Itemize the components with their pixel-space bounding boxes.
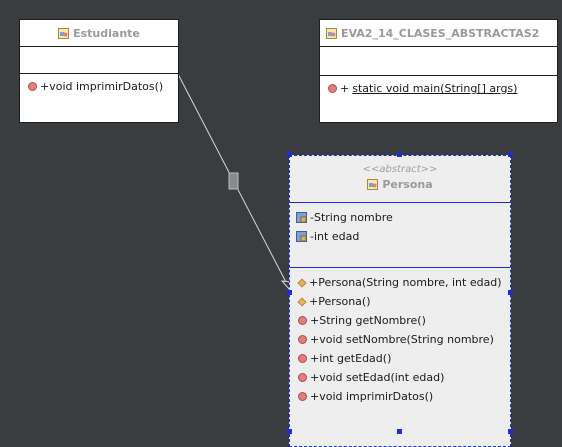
class-estudiante[interactable]: Estudiante + void imprimirDatos() [19, 19, 179, 123]
attributes-section [320, 46, 557, 75]
class-header: Estudiante [20, 20, 178, 46]
constructor-row[interactable]: + Persona(String nombre, int edad) [290, 273, 510, 292]
method-row[interactable]: + int getEdad() [290, 349, 510, 368]
method-signature: void setNombre(String nombre) [319, 333, 494, 346]
method-row[interactable]: + void imprimirDatos() [20, 77, 178, 96]
class-header: EVA2_14_CLASES_ABSTRACTAS2 [320, 20, 557, 46]
class-name: EVA2_14_CLASES_ABSTRACTAS2 [341, 26, 540, 40]
attributes-section [20, 46, 178, 73]
public-method-icon [28, 82, 37, 91]
class-icon [58, 27, 70, 39]
method-signature: void imprimirDatos() [49, 80, 164, 93]
class-persona[interactable]: <<abstract>> Persona - String nombre - i… [289, 155, 511, 447]
attribute-text: int edad [313, 230, 360, 243]
attribute-text: String nombre [313, 211, 393, 224]
resize-handle-se[interactable] [508, 429, 513, 434]
private-field-icon [296, 212, 307, 223]
public-method-icon [298, 392, 307, 401]
method-signature: void setEdad(int edad) [319, 371, 445, 384]
class-icon [367, 179, 379, 190]
method-row[interactable]: + void setNombre(String nombre) [290, 330, 510, 349]
resize-handle-ne[interactable] [508, 152, 513, 157]
attribute-row[interactable]: - String nombre [290, 208, 510, 227]
class-main[interactable]: EVA2_14_CLASES_ABSTRACTAS2 + static void… [319, 19, 558, 123]
resize-handle-sw[interactable] [287, 429, 292, 434]
public-method-icon [328, 84, 337, 93]
methods-section: + void imprimirDatos() [20, 73, 178, 96]
method-row[interactable]: + void imprimirDatos() [290, 387, 510, 406]
constructor-row[interactable]: + Persona() [290, 292, 510, 311]
class-name: Estudiante [73, 26, 140, 40]
method-signature: String getNombre() [319, 314, 426, 327]
method-row[interactable]: + String getNombre() [290, 311, 510, 330]
constructor-signature: Persona() [318, 295, 371, 308]
resize-handle-n[interactable] [397, 152, 402, 157]
resize-handle-w[interactable] [287, 290, 292, 295]
constructor-signature: Persona(String nombre, int edad) [318, 276, 502, 289]
public-method-icon [298, 373, 307, 382]
attribute-row[interactable]: - int edad [290, 227, 510, 246]
method-signature: static void main(String[] args) [352, 82, 518, 95]
attributes-section: - String nombre - int edad [290, 202, 510, 267]
methods-section: + static void main(String[] args) [320, 75, 557, 98]
class-name: Persona [382, 178, 433, 191]
resize-handle-s[interactable] [397, 429, 402, 434]
method-signature: int getEdad() [319, 352, 392, 365]
class-header: <<abstract>> Persona [290, 156, 510, 202]
public-method-icon [298, 335, 307, 344]
method-signature: void imprimirDatos() [319, 390, 434, 403]
operations-section: + Persona(String nombre, int edad) + Per… [290, 267, 510, 406]
class-icon [326, 27, 337, 39]
method-row[interactable]: + static void main(String[] args) [320, 79, 557, 98]
resize-handle-nw[interactable] [287, 152, 292, 157]
resize-handle-e[interactable] [508, 290, 513, 295]
private-field-icon [296, 231, 307, 242]
public-method-icon [298, 354, 307, 363]
stereotype-label: <<abstract>> [362, 164, 438, 175]
constructor-icon [297, 296, 307, 307]
connector-handle [228, 172, 239, 190]
public-method-icon [298, 316, 307, 325]
method-row[interactable]: + void setEdad(int edad) [290, 368, 510, 387]
constructor-icon [297, 277, 307, 288]
